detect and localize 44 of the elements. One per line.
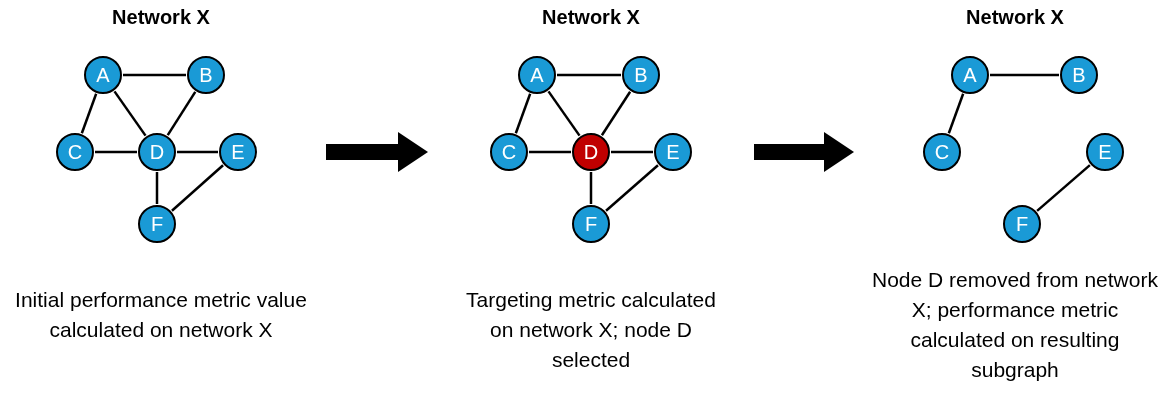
network-link: [529, 150, 571, 154]
network-link: [600, 91, 632, 136]
network-node: E: [219, 133, 257, 171]
network-node: A: [518, 56, 556, 94]
network-link: [123, 73, 186, 77]
panel-title: Network X: [965, 6, 1065, 29]
panel-title: Network X: [541, 6, 641, 29]
network-node: E: [654, 133, 692, 171]
network-node: F: [1003, 205, 1041, 243]
network-link: [547, 90, 581, 137]
network-node: C: [923, 133, 961, 171]
network-link: [605, 164, 659, 212]
network-node: D: [138, 133, 176, 171]
network-node: A: [951, 56, 989, 94]
network-link: [514, 93, 532, 134]
network-node: C: [490, 133, 528, 171]
network-node: D: [572, 133, 610, 171]
network-node: F: [572, 205, 610, 243]
network-link: [589, 172, 593, 204]
network-node: A: [84, 56, 122, 94]
network-link: [177, 150, 218, 154]
network-link: [990, 73, 1059, 77]
panel-title: Network X: [111, 6, 211, 29]
network-link: [171, 164, 224, 212]
panel-caption: Targeting metric calculated on network X; node D selected: [465, 287, 717, 373]
network-link: [80, 93, 98, 134]
network-node: B: [622, 56, 660, 94]
network-link: [166, 91, 197, 136]
process-arrow: [754, 132, 854, 172]
network-node: F: [138, 205, 176, 243]
panel-caption: Initial performance metric value calculated on network X: [14, 287, 308, 343]
network-link: [113, 90, 147, 137]
network-link: [611, 150, 653, 154]
network-node: B: [187, 56, 225, 94]
network-node: E: [1086, 133, 1124, 171]
process-arrow: [326, 132, 428, 172]
network-link: [95, 150, 137, 154]
network-link: [557, 73, 621, 77]
network-node: C: [56, 133, 94, 171]
network-link: [1036, 164, 1091, 212]
panel-caption: Node D removed from network X; performance metric calculated on resulting subgraph: [871, 267, 1159, 383]
network-link: [947, 93, 965, 134]
network-link: [155, 172, 159, 204]
network-node: B: [1060, 56, 1098, 94]
